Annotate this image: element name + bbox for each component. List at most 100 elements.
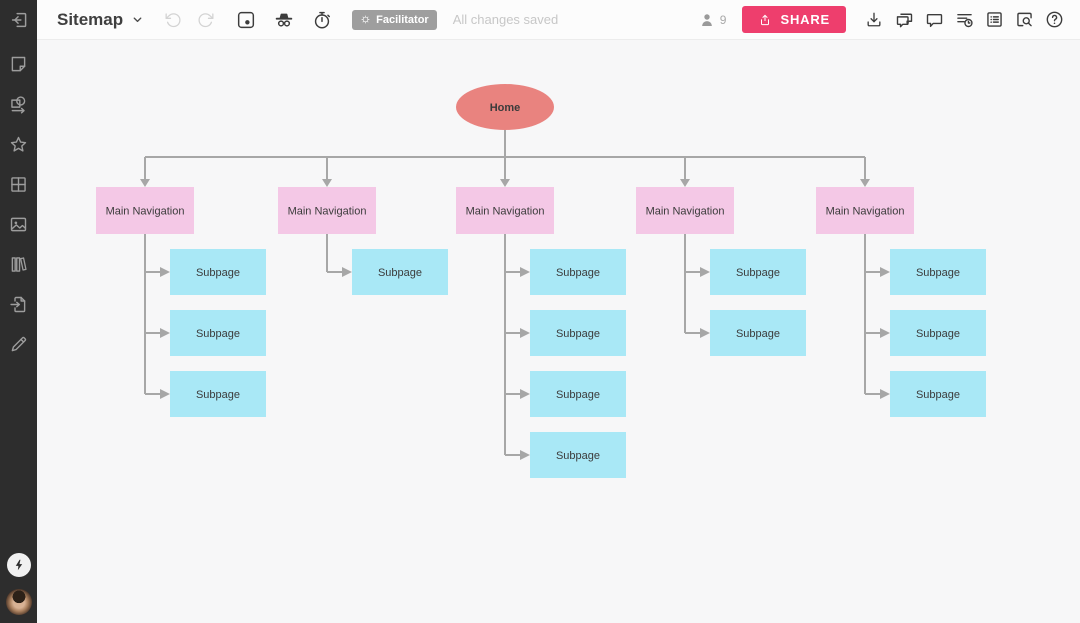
- sitemap-node-subpage[interactable]: [530, 432, 626, 478]
- connector-arrowhead[interactable]: [160, 389, 170, 399]
- star-favorites-tool[interactable]: [0, 124, 37, 164]
- export-download-icon: [867, 12, 881, 26]
- shapes-connectors-tool[interactable]: [0, 84, 37, 124]
- sitemap-node-subpage[interactable]: [890, 371, 986, 417]
- topbar: Sitemap: [37, 0, 1080, 40]
- sitemap-node-home[interactable]: [456, 84, 554, 130]
- sitemap-node-main-navigation[interactable]: [636, 187, 734, 234]
- main-navigation-node-label: Main Navigation: [288, 206, 367, 218]
- minimap-button[interactable]: [232, 6, 260, 34]
- sitemap-node-subpage[interactable]: [352, 249, 448, 295]
- connector-arrowhead[interactable]: [520, 389, 530, 399]
- connector-arrowhead[interactable]: [880, 389, 890, 399]
- redo-icon: [198, 13, 214, 28]
- board-title: Sitemap: [57, 9, 124, 29]
- import-tool[interactable]: [0, 284, 37, 324]
- find-button[interactable]: [1010, 6, 1038, 34]
- home-node-label: Home: [490, 102, 521, 114]
- undo-button[interactable]: [158, 6, 186, 34]
- connector-arrowhead[interactable]: [160, 267, 170, 277]
- collaborators-button[interactable]: 9: [698, 6, 726, 34]
- image-icon: [10, 217, 27, 231]
- facilitator-badge-label: Facilitator: [376, 13, 429, 26]
- tool-palette: [0, 44, 37, 364]
- sticky-note-icon: [11, 56, 26, 71]
- connector-arrowhead[interactable]: [520, 267, 530, 277]
- frameworks-tool[interactable]: [0, 164, 37, 204]
- chat-bubble-icon: [926, 13, 942, 28]
- sitemap-node-main-navigation[interactable]: [96, 187, 194, 234]
- connector-arrowhead[interactable]: [700, 267, 710, 277]
- sitemap-node-subpage[interactable]: [710, 310, 806, 356]
- exit-board-button[interactable]: [0, 0, 37, 40]
- library-books-icon: [11, 256, 27, 272]
- connector-arrowhead[interactable]: [880, 267, 890, 277]
- chat-button[interactable]: [920, 6, 948, 34]
- connector-arrowhead[interactable]: [500, 179, 510, 187]
- connector-arrowhead[interactable]: [680, 179, 690, 187]
- sitemap-node-subpage[interactable]: [530, 310, 626, 356]
- sitemap-node-subpage[interactable]: [170, 310, 266, 356]
- subpage-node-label: Subpage: [916, 389, 960, 401]
- main-navigation-node-label: Main Navigation: [466, 206, 545, 218]
- outline-list-icon: [986, 12, 1002, 27]
- sitemap-node-subpage[interactable]: [530, 249, 626, 295]
- private-mode-button[interactable]: [270, 6, 298, 34]
- activity-feed-icon: [956, 13, 973, 28]
- topbar-right: 9 SHARE: [698, 6, 1068, 34]
- main-navigation-node-label: Main Navigation: [646, 206, 725, 218]
- sitemap-node-subpage[interactable]: [890, 249, 986, 295]
- outline-button[interactable]: [980, 6, 1008, 34]
- sitemap-node-main-navigation[interactable]: [816, 187, 914, 234]
- connector-arrowhead[interactable]: [520, 328, 530, 338]
- subpage-node-label: Subpage: [196, 267, 240, 279]
- activity-button[interactable]: [950, 6, 978, 34]
- star-icon: [10, 136, 27, 152]
- export-button[interactable]: [860, 6, 888, 34]
- connector-arrowhead[interactable]: [140, 179, 150, 187]
- connector-arrowhead[interactable]: [700, 328, 710, 338]
- gear-icon: [361, 15, 370, 24]
- subpage-node-label: Subpage: [378, 267, 422, 279]
- subpage-node-label: Subpage: [736, 267, 780, 279]
- comments-button[interactable]: [890, 6, 918, 34]
- sitemap-node-main-navigation[interactable]: [456, 187, 554, 234]
- sitemap-node-subpage[interactable]: [530, 371, 626, 417]
- frameworks-grid-icon: [11, 176, 26, 192]
- connector-arrowhead[interactable]: [342, 267, 352, 277]
- user-avatar[interactable]: [5, 589, 32, 615]
- library-tool[interactable]: [0, 244, 37, 284]
- sitemap-node-subpage[interactable]: [890, 310, 986, 356]
- subpage-node-label: Subpage: [556, 389, 600, 401]
- incognito-icon: [275, 13, 293, 27]
- sitemap-node-subpage[interactable]: [170, 371, 266, 417]
- board-title-menu[interactable]: Sitemap: [57, 10, 144, 30]
- subpage-node-label: Subpage: [556, 328, 600, 340]
- connector-arrowhead[interactable]: [322, 179, 332, 187]
- redo-button[interactable]: [192, 6, 220, 34]
- help-button[interactable]: [1040, 6, 1068, 34]
- stopwatch-icon: [314, 11, 331, 29]
- timer-button[interactable]: [308, 6, 336, 34]
- facilitator-badge: Facilitator: [352, 9, 437, 30]
- images-tool[interactable]: [0, 204, 37, 244]
- sitemap-node-main-navigation[interactable]: [278, 187, 376, 234]
- sticky-note-tool[interactable]: [0, 44, 37, 84]
- sitemap-node-subpage[interactable]: [170, 249, 266, 295]
- person-icon: [701, 13, 712, 26]
- dot-in-square-icon: [238, 11, 255, 28]
- comments-icon: [896, 13, 912, 28]
- lightning-bolt-icon: [15, 559, 22, 571]
- subpage-node-label: Subpage: [196, 389, 240, 401]
- subpage-node-label: Subpage: [736, 328, 780, 340]
- draw-tool[interactable]: [0, 324, 37, 364]
- share-button[interactable]: SHARE: [742, 6, 846, 33]
- connector-arrowhead[interactable]: [520, 450, 530, 460]
- connector-arrowhead[interactable]: [160, 328, 170, 338]
- facilitation-superpowers-button[interactable]: [6, 553, 31, 577]
- connector-arrowhead[interactable]: [880, 328, 890, 338]
- sitemap-node-subpage[interactable]: [710, 249, 806, 295]
- connector-arrowhead[interactable]: [860, 179, 870, 187]
